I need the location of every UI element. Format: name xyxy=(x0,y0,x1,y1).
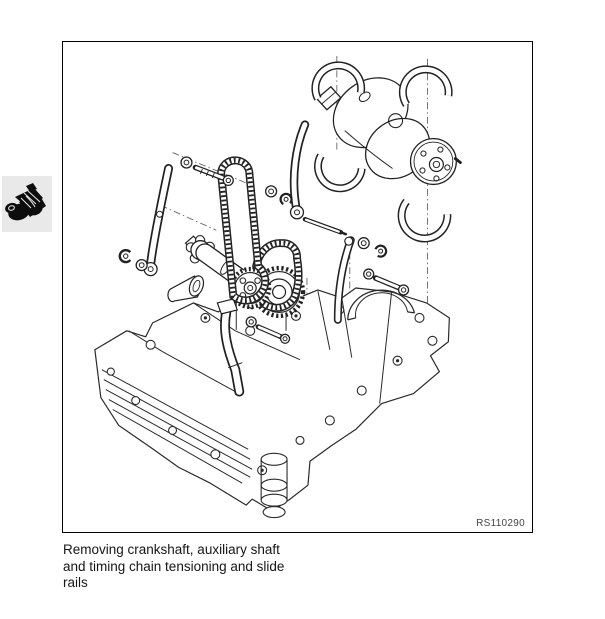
caption-line: rails xyxy=(63,575,88,590)
slide-rail-left xyxy=(143,164,174,277)
slide-rail-center xyxy=(289,120,310,220)
figure-code: RS110290 xyxy=(476,518,525,529)
bearing-shells-group xyxy=(311,61,453,243)
slide-rail-bottom xyxy=(216,298,245,397)
exploded-diagram xyxy=(94,55,462,519)
engine-icon-art xyxy=(5,183,46,221)
timing-chain-main-loop xyxy=(217,156,270,305)
figure-frame: RS110290 xyxy=(62,41,533,533)
figure-caption: Removing crankshaft, auxiliary shaft and… xyxy=(63,542,333,592)
caption-line: and timing chain tensioning and slide xyxy=(63,558,285,574)
timing-chain-lower-loop xyxy=(252,239,303,312)
slide-rail-lower-right xyxy=(333,236,355,324)
engine-block-group xyxy=(94,283,450,519)
tensioner-group xyxy=(167,275,205,303)
caption-line: Removing crankshaft, auxiliary shaft xyxy=(63,542,280,557)
crankshaft-group xyxy=(315,77,462,186)
fasteners-group xyxy=(118,156,410,344)
engine-icon xyxy=(2,176,52,232)
